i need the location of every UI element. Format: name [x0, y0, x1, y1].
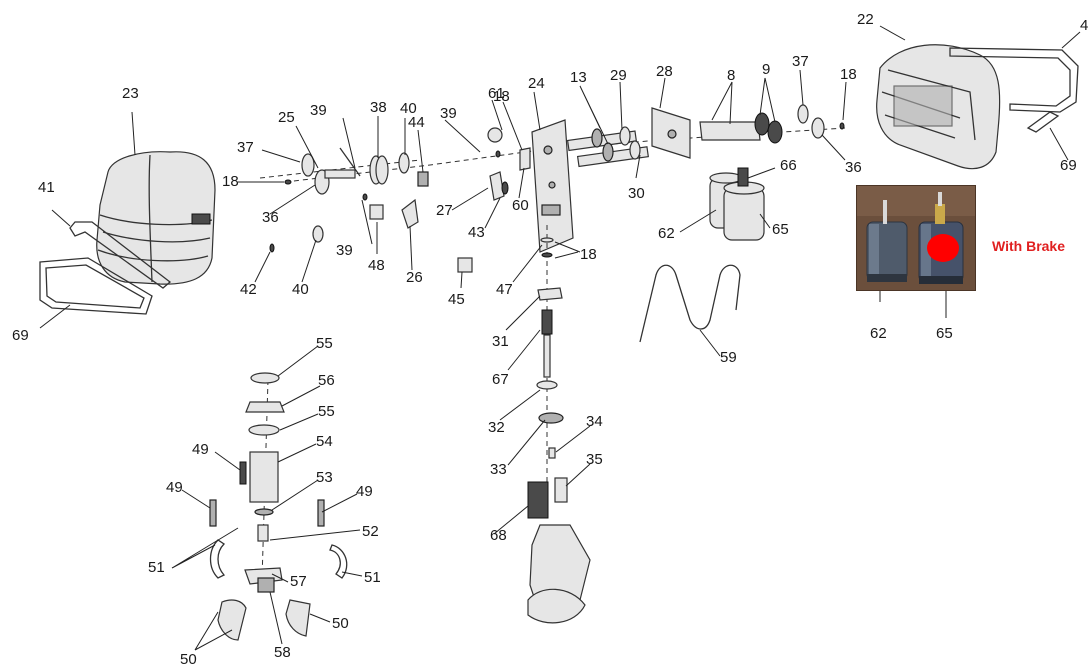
pulley-group-left [284, 147, 429, 229]
callout-9: 9 [762, 61, 771, 78]
cover-22 [876, 44, 1001, 170]
brake-indicator [927, 234, 959, 262]
callout-25: 25 [278, 109, 295, 126]
callout-50: 50 [180, 651, 197, 667]
cover-23 [96, 151, 216, 285]
lower-left-stack [209, 372, 348, 641]
callout-8: 8 [727, 67, 736, 84]
seal-4 [949, 47, 1079, 113]
callout-48: 48 [368, 257, 385, 274]
callout-23: 23 [122, 85, 139, 102]
callout-68: 68 [490, 527, 507, 544]
seal-41 [69, 221, 172, 289]
callout-54: 54 [316, 433, 333, 450]
callout-38: 38 [370, 99, 387, 116]
with-brake-label: With Brake [992, 238, 1066, 254]
callout-27: 27 [436, 202, 453, 219]
callout-39: 39 [440, 105, 457, 122]
callout-39: 39 [336, 242, 353, 259]
callout-39: 39 [310, 102, 327, 119]
callout-24: 24 [528, 75, 545, 92]
callout-40: 40 [400, 100, 417, 117]
callout-18: 18 [493, 88, 510, 105]
wire-59 [639, 264, 741, 343]
callout-31: 31 [492, 333, 509, 350]
callout-36: 36 [845, 159, 862, 176]
callout-35: 35 [586, 451, 603, 468]
callout-61: 61 [488, 85, 505, 102]
center-stack [527, 237, 591, 624]
callout-37: 37 [792, 53, 809, 70]
callout-59: 59 [720, 349, 737, 366]
callout-49: 49 [166, 479, 183, 496]
callout-50: 50 [332, 615, 349, 632]
callout-60: 60 [512, 197, 529, 214]
callout-33: 33 [490, 461, 507, 478]
bracket-8 [699, 121, 761, 141]
callout-49: 49 [356, 483, 373, 500]
callout-51: 51 [148, 559, 165, 576]
callout-49: 49 [192, 441, 209, 458]
motor-photo-drawing [857, 186, 975, 290]
gear-9a [754, 112, 770, 136]
callout-36: 36 [262, 209, 279, 226]
callout-22: 22 [857, 11, 874, 28]
callout-34: 34 [586, 413, 603, 430]
callout-62: 62 [658, 225, 675, 242]
callout-51: 51 [364, 569, 381, 586]
bearing-40 [312, 225, 324, 243]
callout-65: 65 [936, 325, 953, 342]
callout-44: 44 [408, 114, 425, 131]
callout-55: 55 [318, 403, 335, 420]
callout-13: 13 [570, 69, 587, 86]
callout-69: 69 [12, 327, 29, 344]
callout-41: 41 [38, 179, 55, 196]
callout-32: 32 [488, 419, 505, 436]
callout-30: 30 [628, 185, 645, 202]
callout-67: 67 [492, 371, 509, 388]
block-45 [457, 257, 473, 273]
callout-45: 45 [448, 291, 465, 308]
seal-69-left [39, 257, 153, 315]
callout-47: 47 [496, 281, 513, 298]
callout-18: 18 [222, 173, 239, 190]
callout-66: 66 [780, 157, 797, 174]
seal-69-right [1026, 111, 1060, 133]
callout-26: 26 [406, 269, 423, 286]
callout-37: 37 [237, 139, 254, 156]
callout-58: 58 [274, 644, 291, 661]
callout-53: 53 [316, 469, 333, 486]
callout-55: 55 [316, 335, 333, 352]
callout-62: 62 [870, 325, 887, 342]
motor-photo [856, 185, 976, 291]
callout-28: 28 [656, 63, 673, 80]
motor-drawing [709, 167, 765, 241]
callout-42: 42 [240, 281, 257, 298]
callout-29: 29 [610, 67, 627, 84]
callout-57: 57 [290, 573, 307, 590]
callout-40: 40 [292, 281, 309, 298]
callout-65: 65 [772, 221, 789, 238]
shaft-assembly [566, 126, 650, 168]
callout-56: 56 [318, 372, 335, 389]
callout-52: 52 [362, 523, 379, 540]
pin-42 [269, 243, 275, 253]
plate-24 [487, 119, 574, 253]
callout-69: 69 [1060, 157, 1077, 174]
callout-43: 43 [468, 224, 485, 241]
callout-18: 18 [840, 66, 857, 83]
callout-4: 4 [1080, 17, 1088, 34]
callout-18: 18 [580, 246, 597, 263]
